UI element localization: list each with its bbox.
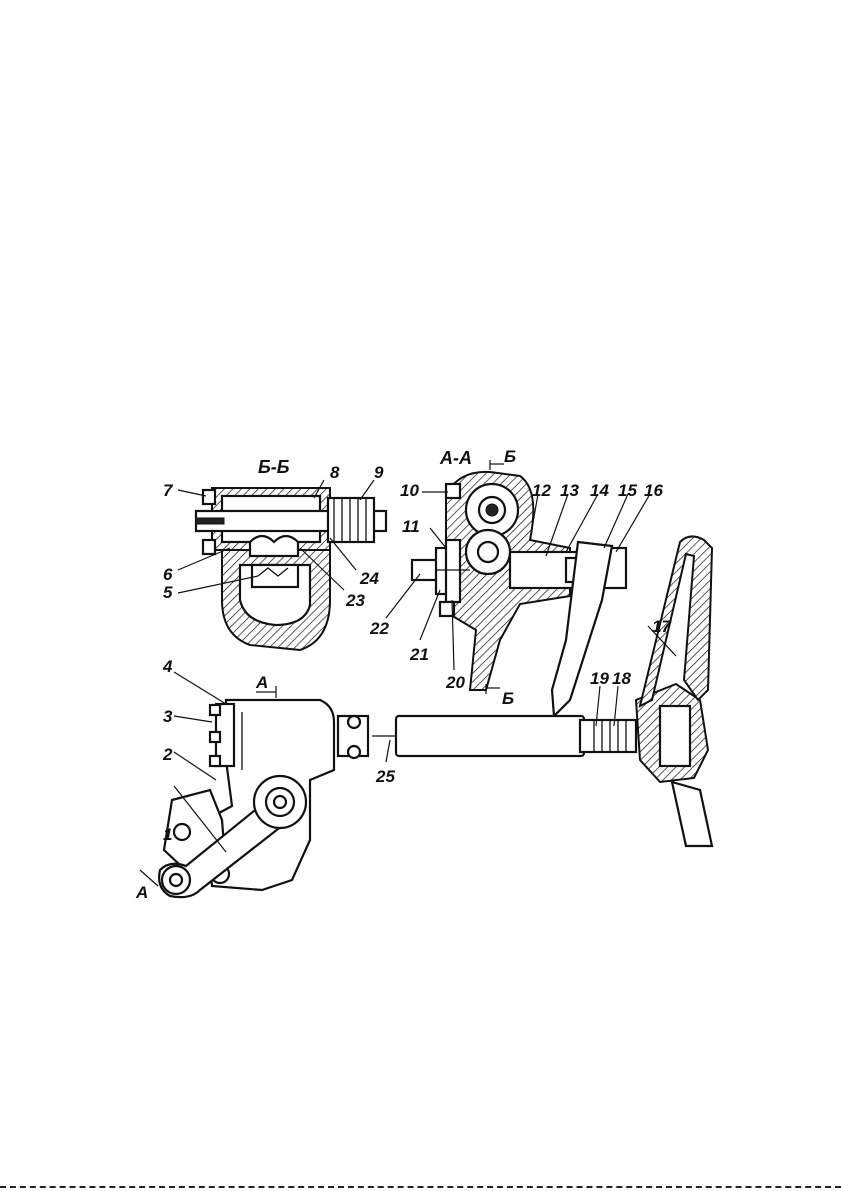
callout-2: 2 [162,745,173,764]
cut-b-bottom-label: Б [502,689,514,708]
callout-8: 8 [330,463,340,482]
cut-a-top-label: А [255,673,268,692]
callout-14: 14 [590,481,609,500]
gearbox-side-view [159,700,396,897]
callout-6: 6 [163,565,173,584]
callout-10: 10 [400,481,419,500]
callout-23: 23 [345,591,365,610]
cut-a-bottom-label: А [135,883,148,902]
section-bb-title: Б-Б [258,457,290,477]
callout-18: 18 [612,669,631,688]
callout-16: 16 [644,481,663,500]
callout-20: 20 [445,673,465,692]
callout-4: 4 [162,657,173,676]
callout-1: 1 [163,825,172,844]
callout-19: 19 [590,669,609,688]
callout-11: 11 [402,517,420,536]
callout-22: 22 [369,619,389,638]
callout-7: 7 [163,481,174,500]
callout-9: 9 [374,463,384,482]
callout-21: 21 [409,645,429,664]
section-bb-view [196,488,386,650]
callout-12: 12 [532,481,551,500]
callout-15: 15 [618,481,637,500]
section-aa-title: А-А [439,448,472,468]
callout-17: 17 [652,617,672,636]
callout-25: 25 [375,767,395,786]
page-bottom-rule [0,1186,841,1190]
callout-13: 13 [560,481,579,500]
callout-24: 24 [359,569,379,588]
callout-5: 5 [163,583,173,602]
callout-3: 3 [163,707,173,726]
cut-b-top-label: Б [504,447,516,466]
